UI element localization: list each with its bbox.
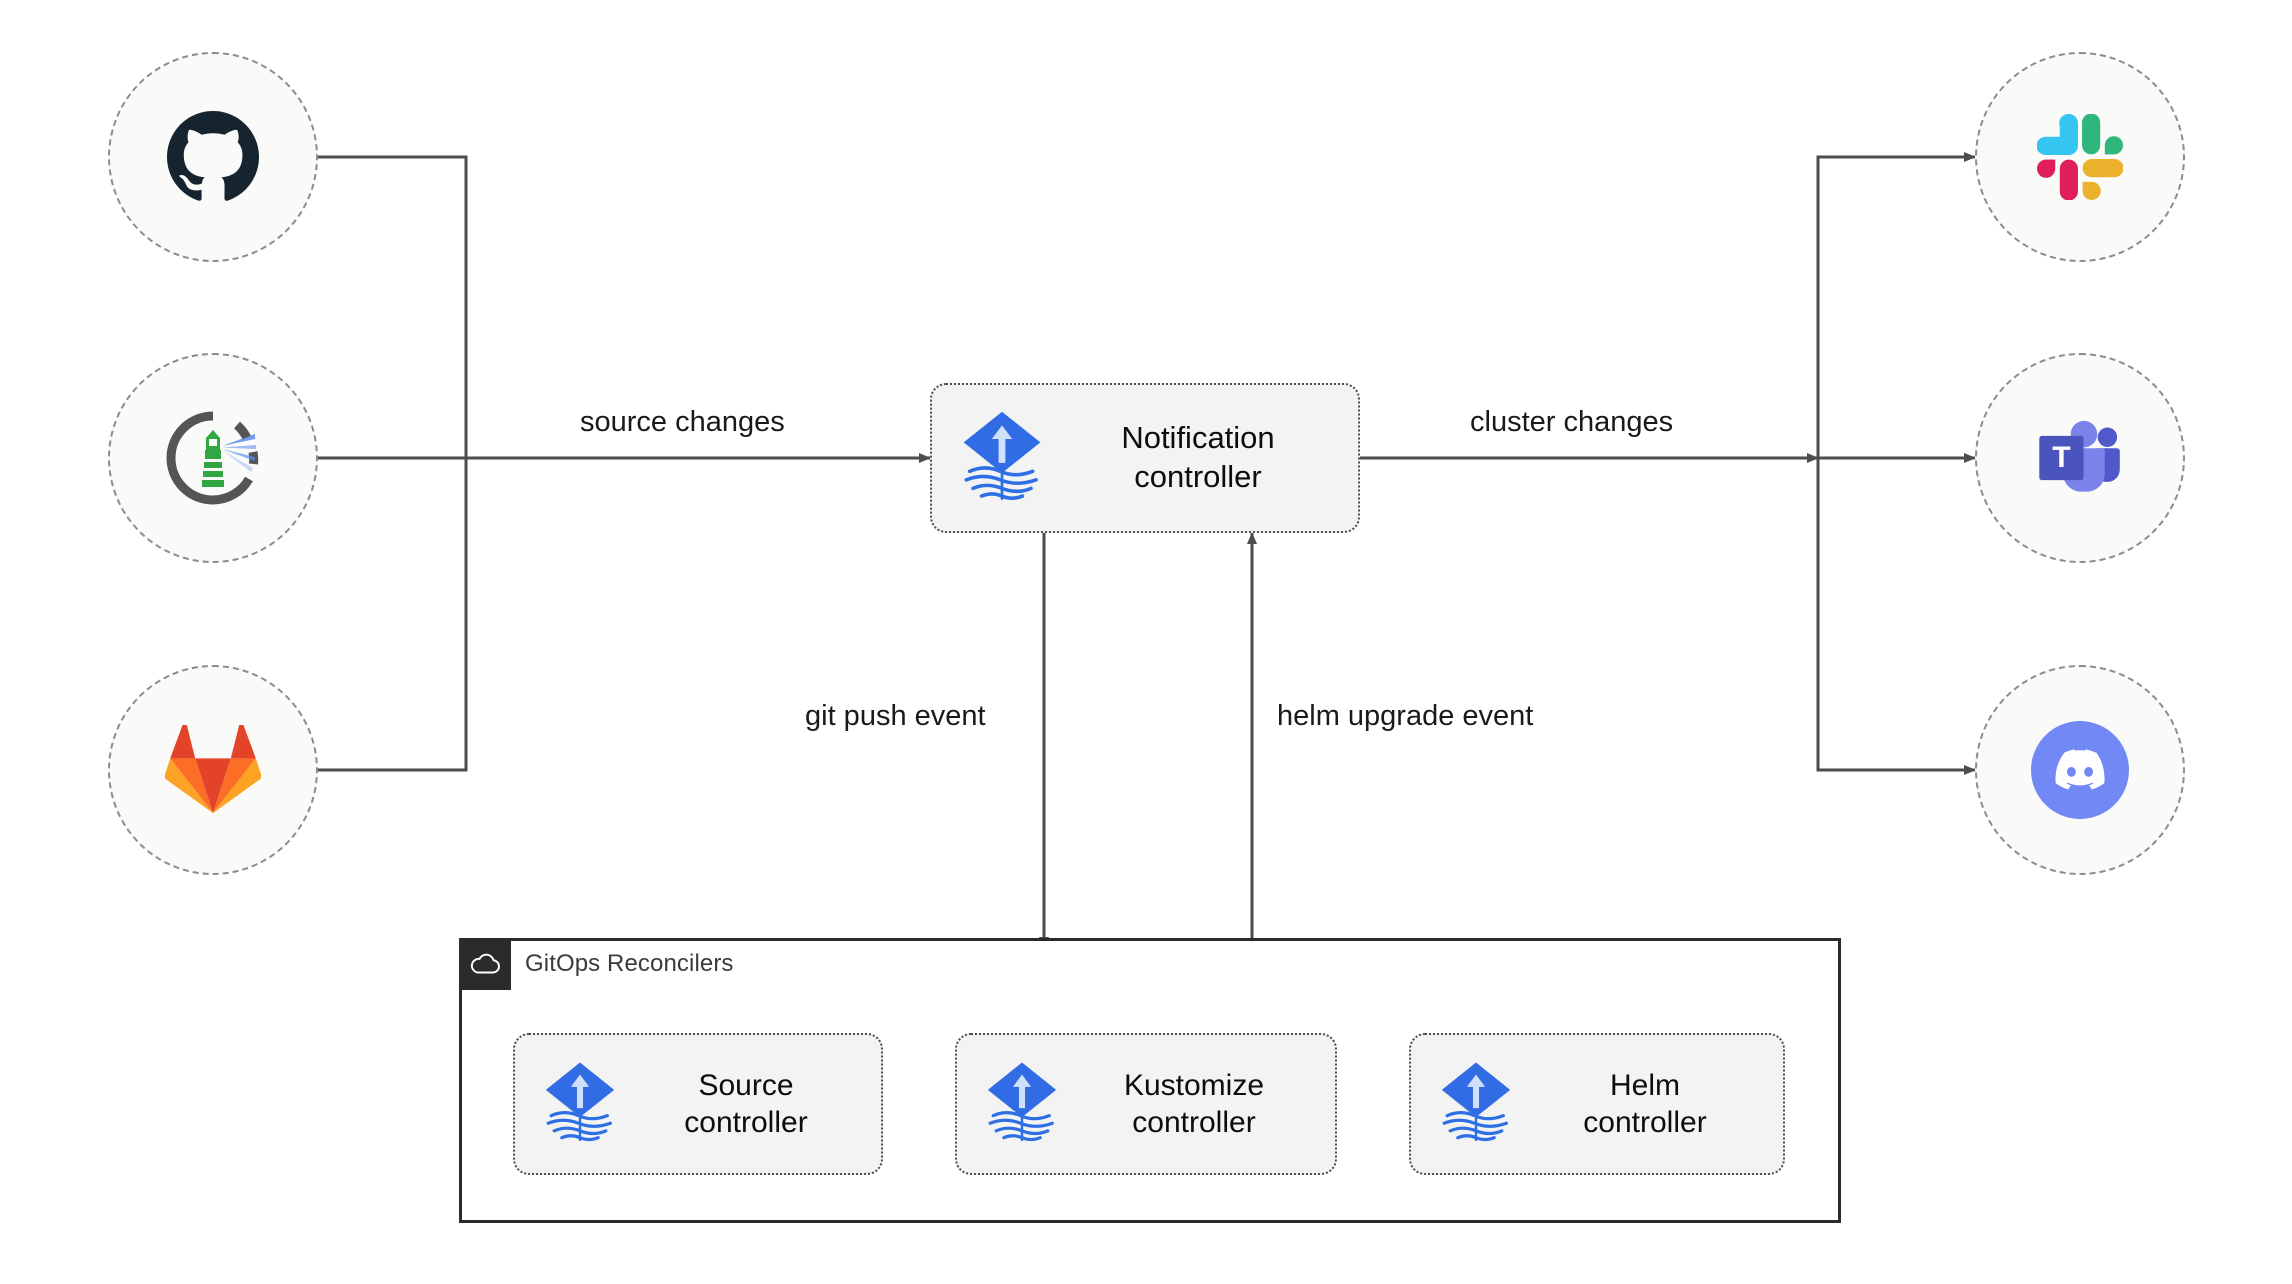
microsoft-teams-icon: T bbox=[2034, 415, 2126, 501]
source-gitlab[interactable] bbox=[108, 665, 318, 875]
edge-label-source-changes: source changes bbox=[580, 406, 785, 438]
helm-icon bbox=[163, 408, 263, 508]
edge-label-helm-upgrade-event: helm upgrade event bbox=[1277, 700, 1534, 732]
target-teams[interactable]: T bbox=[1975, 353, 2185, 563]
source-github[interactable] bbox=[108, 52, 318, 262]
source-helm[interactable] bbox=[108, 353, 318, 563]
gitlab-icon bbox=[165, 725, 261, 815]
flux-icon bbox=[541, 1061, 619, 1148]
kustomize-controller-label: Kustomize controller bbox=[1123, 1068, 1265, 1140]
helm-controller-label: Helm controller bbox=[1583, 1068, 1707, 1140]
notification-controller-node[interactable]: Notification controller bbox=[930, 383, 1360, 533]
helm-controller-node[interactable]: Helm controller bbox=[1409, 1033, 1785, 1175]
slack-icon bbox=[2037, 114, 2123, 200]
kustomize-controller-node[interactable]: Kustomize controller bbox=[955, 1033, 1337, 1175]
github-icon bbox=[167, 111, 259, 203]
source-controller-node[interactable]: Source controller bbox=[513, 1033, 883, 1175]
svg-text:T: T bbox=[2052, 441, 2071, 474]
edge-label-cluster-changes: cluster changes bbox=[1470, 406, 1674, 438]
notification-controller-label: Notification controller bbox=[1121, 420, 1275, 494]
target-slack[interactable] bbox=[1975, 52, 2185, 262]
flux-icon bbox=[958, 410, 1046, 507]
source-controller-label: Source controller bbox=[684, 1068, 808, 1140]
edge-label-git-push-event: git push event bbox=[805, 700, 986, 732]
discord-icon bbox=[2030, 720, 2130, 820]
gitops-reconcilers-title: GitOps Reconcilers bbox=[525, 950, 734, 977]
flux-icon bbox=[1437, 1061, 1515, 1148]
target-discord[interactable] bbox=[1975, 665, 2185, 875]
gitops-reconcilers-header: GitOps Reconcilers bbox=[459, 938, 734, 990]
flux-icon bbox=[983, 1061, 1061, 1148]
cloud-icon bbox=[459, 938, 511, 990]
